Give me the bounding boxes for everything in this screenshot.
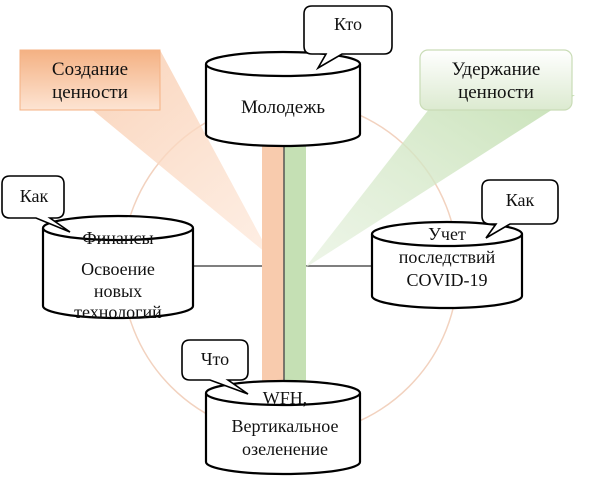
cylinder-right: Учет последствий COVID-19 [370,220,524,310]
callout-top: Кто [303,5,393,71]
banner-value-creation-line-1: Создание [52,59,128,80]
callout-right-text: Как [506,190,535,210]
banner-value-retention-line-2: ценности [458,82,534,103]
cylinder-top: Молодежь [204,50,362,148]
callout-bottom: Что [181,339,249,395]
cylinder-left-label-1: Финансы [82,228,153,248]
callout-bottom-text: Что [201,349,229,369]
cylinder-right-label-2: последствий [399,247,496,267]
cylinder-bottom-label-2: Вертикальное [232,416,339,436]
cylinder-bottom-label-1: WFH, [263,388,308,408]
callout-left-text: Как [20,186,49,206]
callout-left: Как [1,175,71,233]
cylinder-right-label-1: Учет [428,224,466,244]
cylinder-bottom: WFH, Вертикальное озеленение [204,379,362,476]
callout-right: Как [481,179,559,239]
callout-top-text: Кто [334,14,362,34]
cylinder-left-label-3: новых [94,281,142,301]
green-bar [284,140,306,390]
green-ray [305,95,575,268]
banner-value-retention-line-1: Удержание [452,59,541,80]
banner-value-creation-line-2: ценности [52,82,128,103]
orange-bar [262,140,284,390]
cylinder-left-label-4: технологий [74,302,162,322]
cylinder-bottom-label-3: озеленение [242,439,328,459]
cylinder-left-label-2: Освоение [81,259,155,279]
banner-value-retention: Удержание ценности [419,49,573,111]
cylinder-right-label-3: COVID-19 [407,270,488,290]
cylinder-top-label: Молодежь [241,97,325,118]
banner-value-creation: Создание ценности [19,49,161,111]
cylinder-left: Финансы Освоение новых технологий [41,214,195,322]
